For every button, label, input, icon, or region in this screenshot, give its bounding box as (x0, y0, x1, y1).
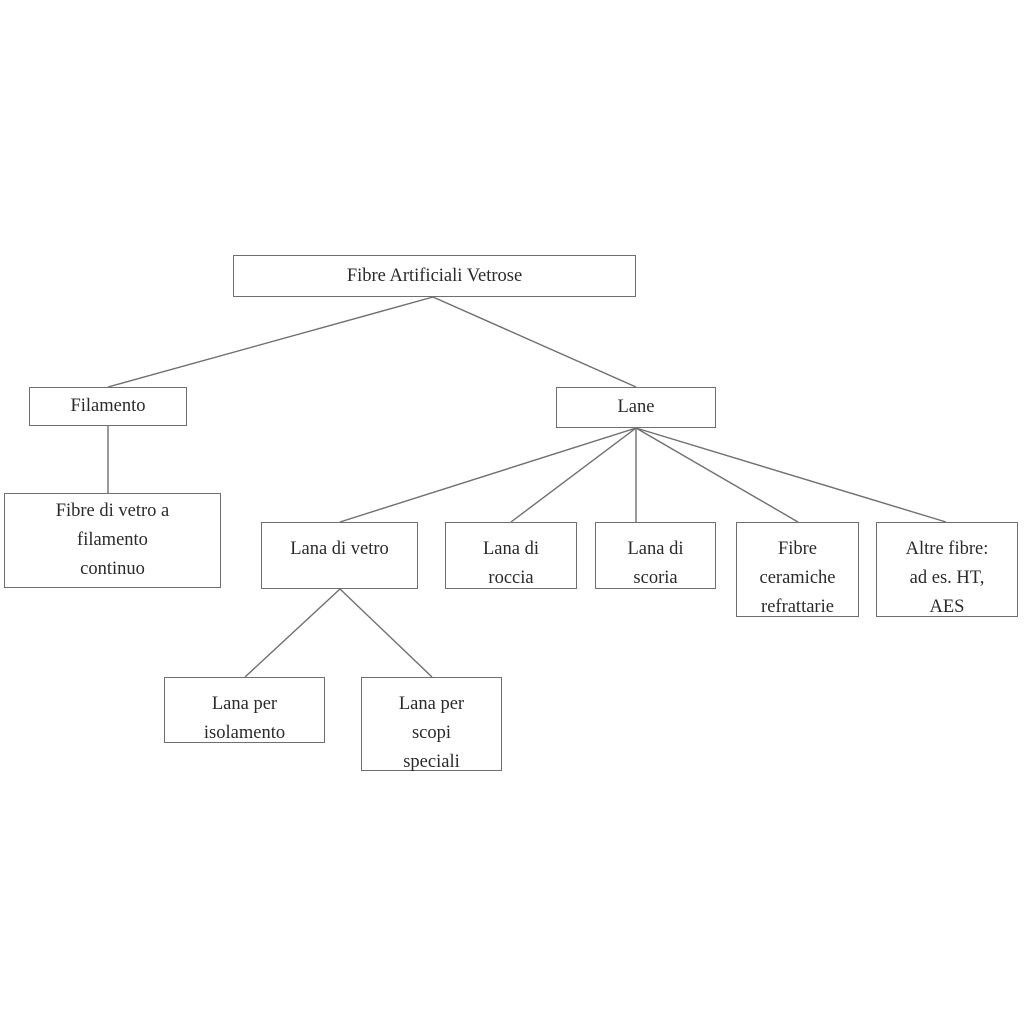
node-lana-scopi-label: Lana per scopi speciali (398, 694, 465, 772)
edge-root-lane (432, 296, 637, 388)
node-lana-isolamento: Lana per isolamento (164, 677, 325, 743)
node-root: Fibre Artificiali Vetrose (233, 255, 636, 297)
node-fibre-ceramiche-label: Fibre ceramiche refrattarie (759, 539, 836, 617)
node-lana-vetro-label: Lana di vetro (290, 539, 389, 559)
node-lane-label: Lane (617, 397, 655, 417)
node-lana-vetro: Lana di vetro (261, 522, 418, 589)
node-lana-isolamento-label: Lana per isolamento (203, 694, 286, 743)
edge-lana-vetro-scopi (339, 588, 433, 678)
edge-lane-lana-vetro (339, 427, 637, 523)
node-lana-scoria: Lana di scoria (595, 522, 716, 589)
node-filamento-label: Filamento (70, 396, 146, 416)
node-lana-roccia-label: Lana di roccia (483, 539, 539, 588)
node-altre-fibre: Altre fibre: ad es. HT, AES (876, 522, 1018, 617)
node-root-label: Fibre Artificiali Vetrose (346, 265, 523, 286)
edge-lane-lana-roccia (510, 427, 637, 523)
edge-lane-fibre-ceramiche (635, 427, 799, 523)
node-filamento-continuo: Fibre di vetro a filamento continuo (4, 493, 221, 588)
edge-root-filamento (107, 296, 434, 388)
node-lana-scopi: Lana per scopi speciali (361, 677, 502, 772)
node-filamento: Filamento (29, 387, 187, 426)
node-fibre-ceramiche: Fibre ceramiche refrattarie (736, 522, 859, 617)
edge-lane-altre-fibre (635, 427, 947, 523)
node-lane: Lane (556, 387, 716, 428)
node-altre-fibre-label: Altre fibre: ad es. HT, AES (905, 539, 989, 617)
node-lana-roccia: Lana di roccia (445, 522, 577, 589)
node-filamento-continuo-label: Fibre di vetro a filamento continuo (55, 501, 170, 579)
edge-lana-vetro-isolamento (244, 588, 341, 678)
node-lana-scoria-label: Lana di scoria (627, 539, 684, 588)
